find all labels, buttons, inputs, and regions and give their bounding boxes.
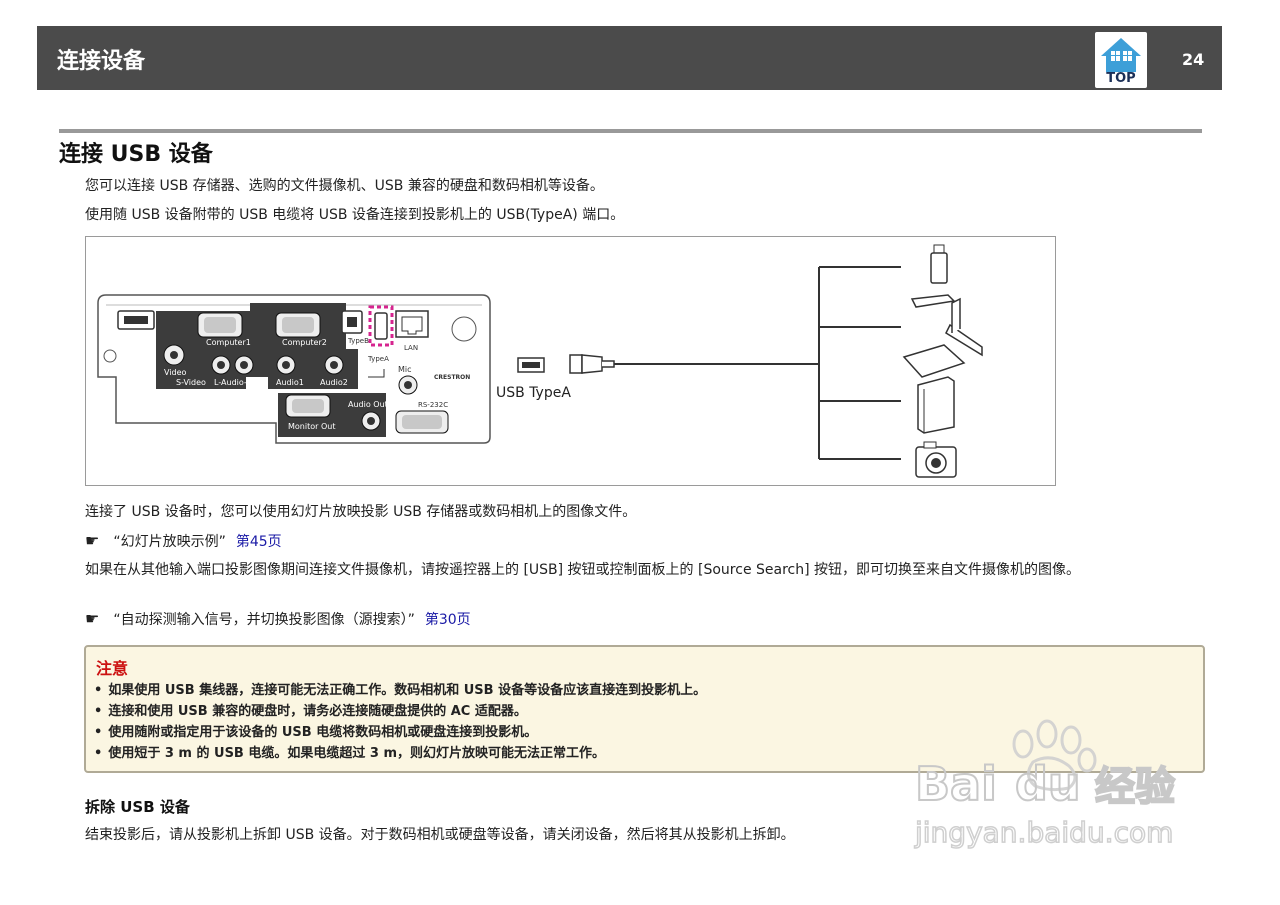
section-title: 连接 USB 设备	[59, 142, 213, 167]
caution-item: 如果使用 USB 集线器，连接可能无法正确工作。数码相机和 USB 设备等设备应…	[94, 680, 706, 701]
connection-diagram: Computer1 Computer2 Video S-Video L-Audi…	[85, 236, 1056, 486]
reference-source-search-page-link[interactable]: 第30页	[424, 612, 471, 628]
reference-slideshow: ☛ “幻灯片放映示例” 第45页	[85, 531, 282, 551]
caution-title: 注意	[96, 659, 129, 678]
page-number: 24	[1182, 50, 1205, 69]
typea-label: TypeA	[367, 355, 389, 363]
video-label: Video	[164, 368, 187, 377]
reference-slideshow-page-link[interactable]: 第45页	[235, 534, 282, 550]
usb-typea-cable-label: USB TypeA	[496, 385, 571, 401]
digital-camera-icon	[915, 441, 957, 478]
caution-item: 使用短于 3 m 的 USB 电缆。如果电缆超过 3 m，则幻灯片放映可能无法正…	[94, 743, 706, 764]
crestron-label: CRESTRON	[434, 374, 470, 381]
document-camera-icon	[902, 294, 983, 378]
top-label: TOP	[1106, 71, 1136, 86]
watermark: Bai du 经验 jingyan.baidu.com	[905, 700, 1205, 860]
monitor-out-label: Monitor Out	[288, 422, 335, 431]
slideshow-paragraph: 连接了 USB 设备时，您可以使用幻灯片放映投影 USB 存储器或数码相机上的图…	[85, 504, 637, 520]
mic-label: Mic	[398, 365, 412, 374]
audio2-label: Audio2	[320, 378, 348, 387]
intro-paragraph-2: 使用随 USB 设备附带的 USB 电缆将 USB 设备连接到投影机上的 USB…	[85, 207, 625, 223]
pointing-hand-icon: ☛	[85, 531, 100, 550]
hard-drive-icon	[917, 376, 955, 434]
rs232c-label: RS-232C	[418, 401, 448, 409]
lan-label: LAN	[404, 344, 418, 352]
header-bar: 连接设备 TOP 24	[37, 26, 1222, 90]
caution-item: 使用随附或指定用于该设备的 USB 电缆将数码相机或硬盘连接到投影机。	[94, 722, 706, 743]
reference-source-search-text: “自动探测输入信号，并切换投影图像（源搜索）”	[113, 612, 415, 628]
watermark-brand: Bai	[915, 757, 997, 811]
computer1-label: Computer1	[206, 338, 251, 347]
usb-flash-drive-icon	[930, 244, 948, 284]
removal-paragraph: 结束投影后，请从投影机上拆卸 USB 设备。对于数码相机或硬盘等设备，请关闭设备…	[85, 827, 795, 843]
document-camera-paragraph: 如果在从其他输入端口投影图像期间连接文件摄像机，请按遥控器上的 [USB] 按钮…	[85, 562, 1081, 578]
watermark-brand-du: du	[1015, 757, 1081, 811]
svideo-label: S-Video	[176, 378, 206, 387]
removal-title: 拆除 USB 设备	[85, 798, 190, 816]
computer2-label: Computer2	[282, 338, 327, 347]
reference-source-search: ☛ “自动探测输入信号，并切换投影图像（源搜索）” 第30页	[85, 609, 471, 629]
pointing-hand-icon: ☛	[85, 609, 100, 628]
connection-diagram-svg: Computer1 Computer2 Video S-Video L-Audi…	[97, 244, 983, 478]
caution-box: 注意 如果使用 USB 集线器，连接可能无法正确工作。数码相机和 USB 设备等…	[84, 645, 1205, 773]
reference-slideshow-text: “幻灯片放映示例”	[113, 534, 226, 550]
watermark-brand-cn: 经验	[1095, 764, 1175, 810]
header-title: 连接设备	[57, 49, 146, 74]
top-button[interactable]: TOP	[1095, 32, 1147, 88]
usb-typea-highlight	[368, 305, 394, 347]
usb-b-plug	[569, 354, 583, 374]
intro-paragraph-1: 您可以连接 USB 存储器、选购的文件摄像机、USB 兼容的硬盘和数码相机等设备…	[85, 178, 604, 194]
laudior-label: L-Audio-R	[214, 378, 253, 387]
caution-item: 连接和使用 USB 兼容的硬盘时，请务必连接随硬盘提供的 AC 适配器。	[94, 701, 706, 722]
audio1-label: Audio1	[276, 378, 304, 387]
audio-out-label: Audio Out	[348, 400, 388, 409]
home-icon	[1101, 38, 1141, 72]
section-divider	[59, 129, 1202, 133]
caution-list: 如果使用 USB 集线器，连接可能无法正确工作。数码相机和 USB 设备等设备应…	[94, 680, 706, 764]
usb-typea-port	[374, 312, 388, 340]
baidu-paw-icon: Bai du 经验 jingyan.baidu.com	[913, 719, 1176, 850]
typeb-label: TypeB	[347, 337, 369, 345]
watermark-url: jingyan.baidu.com	[914, 816, 1173, 849]
